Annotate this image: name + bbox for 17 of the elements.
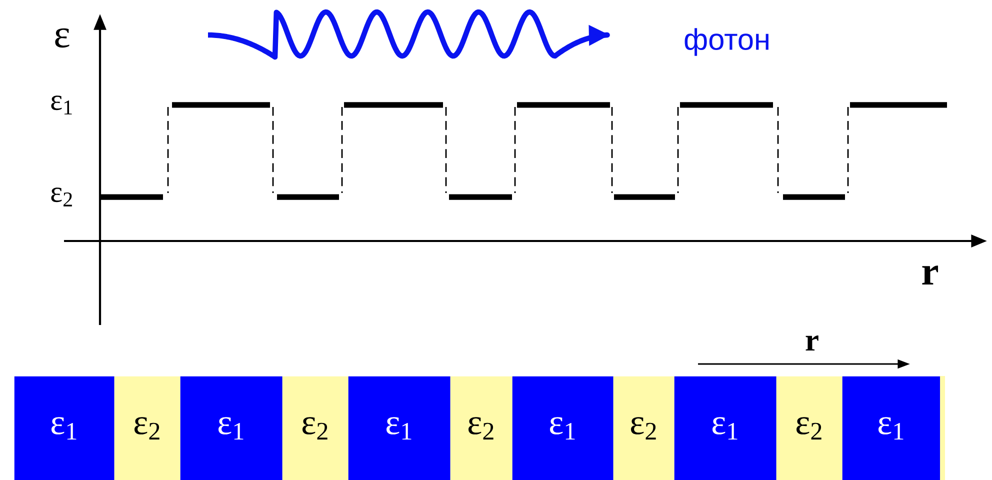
layer-cell: ε$_{2}$ bbox=[776, 376, 842, 480]
layer-cell: ε$_{2}$ bbox=[114, 376, 180, 480]
level-label: ε$_{1}$ bbox=[51, 96, 72, 114]
layer-cell: ε$_{2}$ bbox=[450, 376, 512, 480]
layer-cell: ε$_{1}$ bbox=[348, 376, 450, 480]
photon-label: фотон bbox=[684, 28, 768, 56]
layer-cell: ε$_{1}$ bbox=[674, 376, 776, 480]
layer-cell: ε$_{1}$ bbox=[512, 376, 614, 480]
axis-label: r bbox=[922, 266, 938, 284]
layer-cell: ε$_{1}$ bbox=[14, 376, 114, 480]
layer-cell: ε$_{1}$ bbox=[842, 376, 940, 480]
layer-cell: ε$_{2}$ bbox=[613, 376, 674, 480]
layer-cell: ε$_{1}$ bbox=[180, 376, 282, 480]
layer-cell: ε$_{2}$ bbox=[282, 376, 348, 480]
axis-label: ε bbox=[55, 28, 70, 48]
axis-label: r bbox=[806, 335, 818, 351]
level-label: ε$_{2}$ bbox=[51, 188, 72, 206]
